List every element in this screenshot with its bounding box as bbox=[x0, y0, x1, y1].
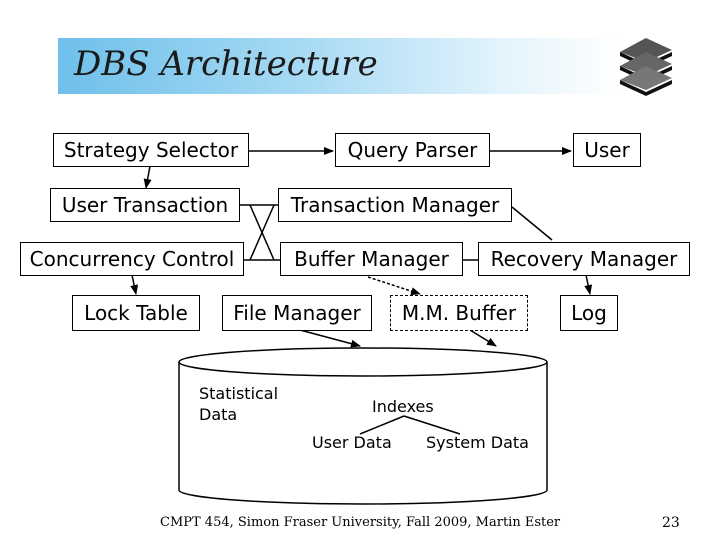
tree-branch-right bbox=[403, 415, 461, 435]
concurrency-control-box: Concurrency Control bbox=[20, 242, 244, 276]
arrow-buffer-to-mm-buffer bbox=[367, 276, 421, 296]
indexes-label: Indexes bbox=[372, 397, 434, 416]
mm-buffer-box: M.M. Buffer bbox=[390, 295, 528, 331]
link-transaction-manager-to-recovery bbox=[511, 206, 553, 241]
slide-title: DBS Architecture bbox=[74, 44, 378, 84]
slide-footer: CMPT 454, Simon Fraser University, Fall … bbox=[160, 515, 561, 530]
lock-table-box: Lock Table bbox=[72, 295, 200, 331]
disk-stack-icon bbox=[620, 38, 672, 96]
strategy-selector-box: Strategy Selector bbox=[53, 133, 249, 167]
link-cross-up bbox=[249, 204, 275, 261]
statistical-data-label-line2: Data bbox=[199, 405, 238, 424]
arrow-recovery-to-log bbox=[584, 274, 593, 295]
tree-branch-left bbox=[359, 415, 405, 435]
arrow-strategy-to-user-transaction bbox=[143, 165, 152, 189]
user-data-label: User Data bbox=[312, 433, 392, 452]
arrow-file-manager-to-storage bbox=[299, 329, 361, 348]
arrow-concurrency-to-lock-table bbox=[130, 274, 139, 295]
buffer-manager-box: Buffer Manager bbox=[280, 242, 463, 276]
storage-cylinder-body bbox=[178, 362, 548, 505]
page-number: 23 bbox=[662, 515, 680, 531]
user-transaction-box: User Transaction bbox=[50, 188, 240, 222]
user-box: User bbox=[573, 133, 641, 167]
recovery-manager-box: Recovery Manager bbox=[478, 242, 690, 276]
title-bar: DBS Architecture bbox=[58, 38, 620, 94]
file-manager-box: File Manager bbox=[222, 295, 372, 331]
transaction-manager-box: Transaction Manager bbox=[278, 188, 512, 222]
arrow-mm-buffer-to-storage bbox=[469, 329, 497, 347]
statistical-data-label-line1: Statistical bbox=[199, 384, 279, 403]
storage-cylinder-top bbox=[178, 347, 548, 377]
system-data-label: System Data bbox=[426, 433, 529, 452]
log-box: Log bbox=[560, 295, 618, 331]
query-parser-box: Query Parser bbox=[335, 133, 490, 167]
